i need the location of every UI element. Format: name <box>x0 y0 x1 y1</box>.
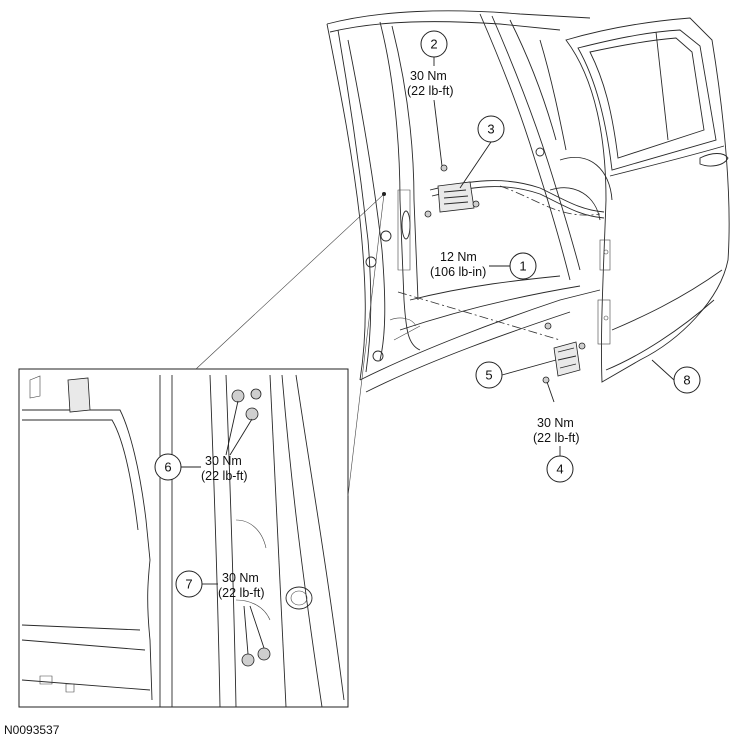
figure-id: N0093537 <box>4 723 60 737</box>
callout-1: 1 <box>509 252 537 280</box>
callout-6-torque-alt: (22 lb-ft) <box>201 469 248 483</box>
callout-7: 7 <box>175 570 203 598</box>
upper-door-hinge <box>424 164 480 218</box>
callout-1-torque-alt: (106 lb-in) <box>430 265 486 279</box>
check-strap-and-hinge-axis <box>397 180 605 341</box>
callout-7-number: 7 <box>185 577 192 592</box>
callout-6-torque: 30 Nm <box>205 454 242 468</box>
callout-7-torque-alt: (22 lb-ft) <box>218 586 265 600</box>
callout-3: 3 <box>477 115 505 143</box>
callout-2-torque-alt: (22 lb-ft) <box>407 84 454 98</box>
callout-8: 8 <box>673 366 701 394</box>
callout-5-number: 5 <box>485 368 492 383</box>
callout-8-number: 8 <box>683 373 690 388</box>
callout-4: 4 <box>546 455 574 483</box>
callout-4-number: 4 <box>556 462 563 477</box>
callout-4-torque: 30 Nm <box>537 416 574 430</box>
callout-1-number: 1 <box>519 259 526 274</box>
callout-2-torque: 30 Nm <box>410 69 447 83</box>
callout-6-number: 6 <box>164 460 171 475</box>
detail-inset <box>18 192 386 708</box>
callout-2-number: 2 <box>430 37 437 52</box>
vehicle-body-drawing <box>326 10 613 393</box>
rear-door-drawing <box>565 17 730 383</box>
callout-3-number: 3 <box>487 122 494 137</box>
callout-1-torque: 12 Nm <box>440 250 477 264</box>
leader-lines <box>180 57 675 655</box>
lower-door-hinge <box>542 322 586 384</box>
callout-6: 6 <box>154 453 182 481</box>
callout-4-torque-alt: (22 lb-ft) <box>533 431 580 445</box>
callout-2: 2 <box>420 30 448 58</box>
callout-7-torque: 30 Nm <box>222 571 259 585</box>
callout-5: 5 <box>475 361 503 389</box>
